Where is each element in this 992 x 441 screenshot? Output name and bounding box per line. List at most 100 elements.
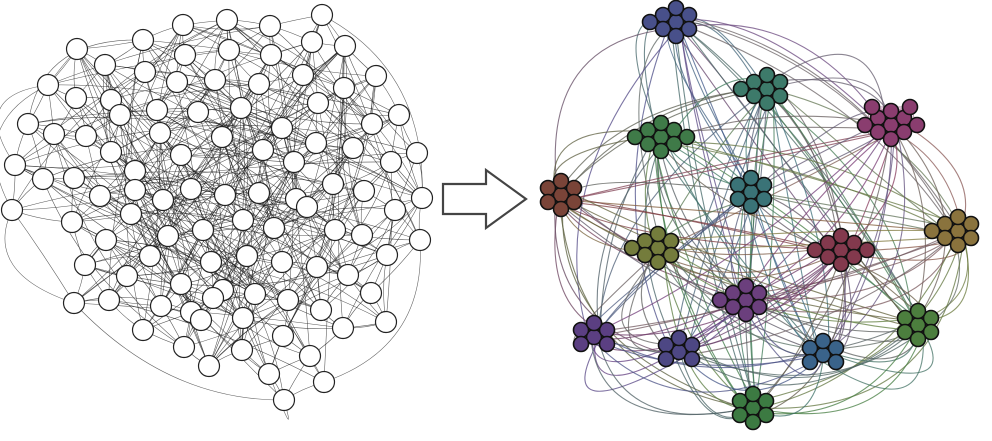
left-node xyxy=(341,136,365,160)
inter-cluster-edge xyxy=(600,341,819,366)
cluster-node xyxy=(895,123,913,141)
left-node xyxy=(375,243,399,267)
left-node xyxy=(115,264,139,288)
left-node xyxy=(199,250,223,274)
left-edge xyxy=(320,209,396,311)
cluster-node xyxy=(572,335,590,353)
left-edge xyxy=(323,239,421,383)
left-edge xyxy=(184,54,322,311)
left-node xyxy=(231,208,255,232)
left-edge xyxy=(268,234,363,375)
left-node xyxy=(270,116,294,140)
left-node xyxy=(251,138,275,162)
left-edge xyxy=(73,297,192,313)
inter-cluster-edge xyxy=(675,189,757,359)
left-edge xyxy=(142,39,242,109)
left-node xyxy=(65,37,89,61)
left-node xyxy=(270,250,294,274)
inter-cluster-edge xyxy=(599,130,660,341)
cluster-node xyxy=(744,385,762,403)
left-node xyxy=(173,43,197,67)
cluster-purple-bottom-left xyxy=(572,314,616,353)
left-node xyxy=(0,198,24,222)
left-edge xyxy=(212,297,311,357)
left-network-nodes xyxy=(0,3,434,412)
left-node xyxy=(247,181,271,205)
cluster-node xyxy=(729,190,747,208)
left-node xyxy=(298,344,322,368)
left-node xyxy=(305,255,329,279)
left-edge xyxy=(105,239,256,295)
left-edge xyxy=(287,75,377,301)
left-node xyxy=(62,291,86,315)
left-edge xyxy=(222,107,242,291)
left-node xyxy=(243,282,267,306)
inter-cluster-edge xyxy=(680,330,914,379)
left-node xyxy=(309,298,333,322)
cluster-node xyxy=(909,330,927,348)
inter-cluster-edge xyxy=(666,135,960,225)
cluster-node xyxy=(665,135,683,153)
left-node xyxy=(374,310,398,334)
left-edge xyxy=(126,229,336,277)
cluster-node xyxy=(636,246,654,264)
left-edge xyxy=(47,25,271,86)
cluster-node xyxy=(962,229,980,247)
cluster-teal-top xyxy=(732,66,789,112)
left-node xyxy=(213,183,237,207)
left-node xyxy=(97,288,121,312)
left-node xyxy=(295,195,319,219)
left-edge xyxy=(71,221,212,263)
left-node xyxy=(359,281,383,305)
left-edge xyxy=(134,102,319,172)
left-edge xyxy=(27,39,144,125)
left-node xyxy=(138,244,162,268)
left-edge xyxy=(180,136,223,285)
left-edge xyxy=(287,161,392,301)
left-edge xyxy=(142,132,161,331)
left-node xyxy=(387,103,411,127)
left-edge xyxy=(42,178,185,348)
left-edge xyxy=(53,133,349,276)
inter-cluster-edge xyxy=(595,332,824,369)
cluster-node xyxy=(639,135,657,153)
left-edge xyxy=(182,24,373,125)
left-edge xyxy=(242,219,372,294)
inter-cluster-edge xyxy=(749,325,926,415)
left-edge xyxy=(337,87,345,329)
left-node xyxy=(331,316,355,340)
cluster-node xyxy=(662,246,680,264)
inter-cluster-edge xyxy=(596,318,921,360)
left-node xyxy=(131,318,155,342)
cluster-magenta-right xyxy=(856,98,926,148)
left-node xyxy=(333,34,357,58)
inter-cluster-edge xyxy=(742,306,825,376)
cluster-node xyxy=(909,302,927,320)
inter-cluster-edge xyxy=(588,247,845,336)
left-edge xyxy=(242,229,336,319)
left-edge xyxy=(344,45,418,154)
inter-cluster-edge xyxy=(765,53,887,132)
left-node xyxy=(145,98,169,122)
left-node xyxy=(123,178,147,202)
cluster-node xyxy=(949,208,967,226)
inter-cluster-edge xyxy=(749,81,775,406)
left-node xyxy=(235,244,259,268)
left-node xyxy=(119,202,143,226)
inter-cluster-edge xyxy=(560,201,845,255)
inter-cluster-edge xyxy=(594,298,752,376)
left-edge xyxy=(222,107,248,291)
cluster-node xyxy=(585,314,603,332)
cluster-node xyxy=(641,13,659,31)
left-edge xyxy=(208,41,313,367)
left-edge xyxy=(385,161,392,323)
left-edge xyxy=(202,229,289,301)
left-node xyxy=(88,184,112,208)
cluster-node xyxy=(626,128,644,146)
inter-cluster-edge xyxy=(674,21,755,402)
left-edge xyxy=(108,24,184,301)
left-edge xyxy=(105,239,185,348)
left-edge xyxy=(108,299,325,383)
left-node xyxy=(108,103,132,127)
